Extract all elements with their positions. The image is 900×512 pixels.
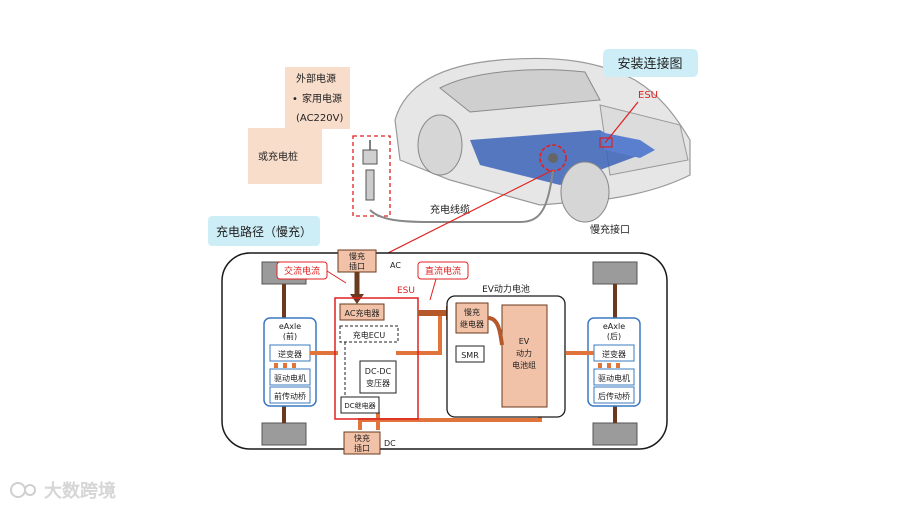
external-power-item: 家用电源 (302, 92, 342, 105)
slow-inlet-tag: AC (390, 261, 401, 270)
ac-current-label: 交流电流 (276, 261, 347, 284)
front-transaxle: 前传动桥 (274, 391, 306, 401)
car-illustration (394, 57, 691, 223)
rear-eaxle-title1: eAxle (603, 322, 625, 331)
rear-transaxle: 后传动桥 (598, 391, 630, 401)
external-power-voltage: (AC220V) (296, 113, 343, 124)
front-inverter: 逆变器 (278, 349, 302, 359)
ac-current-text: 交流电流 (284, 265, 320, 277)
esu-callout-line (604, 101, 639, 144)
charging-cable-label: 充电线缆 (430, 203, 470, 216)
front-motor: 驱动电机 (274, 373, 306, 383)
charging-plug (352, 135, 391, 217)
dc-current-label: 直流电流 (417, 261, 469, 301)
ev-battery-group-label: EV动力电池 (482, 283, 530, 295)
slow-inlet-line2: 插口 (349, 261, 365, 271)
install-diagram-label: 安装连接图 (603, 49, 698, 77)
charge-ecu: 充电ECU (353, 330, 386, 340)
external-power-panel: 外部电源 • 家用电源 (AC220V) 或充电桩 (248, 67, 350, 184)
rear-motor: 驱动电机 (598, 373, 630, 383)
charging-cable (369, 169, 554, 223)
watermark-text: 大数跨境 (44, 480, 116, 502)
slow-charge-port-label: 慢充接口 (590, 223, 630, 236)
dc-current-text: 直流电流 (425, 265, 461, 277)
front-eaxle-title1: eAxle (279, 322, 301, 331)
external-power-title: 外部电源 (296, 72, 336, 85)
ac-flow-arrowhead (350, 294, 364, 304)
fast-inlet-tag: DC (384, 439, 396, 448)
rear-inverter: 逆变器 (602, 349, 626, 359)
dcdc-line2: 变压器 (366, 378, 390, 388)
rear-eaxle-title2: (后) (607, 331, 621, 341)
fast-charge-inlet: 快充 插口 DC (343, 431, 396, 455)
slow-relay-line2: 继电器 (460, 319, 484, 329)
rear-eaxle: eAxle (后) 逆变器 驱动电机 后传动桥 (587, 317, 641, 407)
slow-relay-line1: 慢充 (464, 307, 480, 317)
esu-box: ESU AC充电器 充电ECU DC-DC 变压器 DC继电器 (334, 286, 419, 420)
esu-box-label: ESU (397, 286, 415, 296)
slow-inlet-line1: 慢充 (349, 251, 365, 261)
charging-path-text: 充电路径（慢充） (216, 224, 312, 239)
watermark: 大数跨境 (10, 480, 116, 502)
front-eaxle: eAxle (前) 逆变器 驱动电机 前传动桥 (263, 317, 317, 407)
fast-inlet-line1: 快充 (354, 433, 370, 443)
ac-charger: AC充电器 (345, 308, 380, 318)
external-power-alt: 或充电桩 (258, 150, 298, 163)
ev-pack-line2: 动力 (516, 348, 532, 358)
smr: SMR (461, 351, 479, 360)
esu-callout: ESU (638, 90, 658, 101)
slow-charge-inlet: 慢充 插口 AC (337, 249, 401, 273)
external-power-bullet: • (292, 94, 298, 105)
ev-pack-line1: EV (519, 337, 530, 346)
front-eaxle-title2: (前) (283, 331, 297, 341)
fast-inlet-line2: 插口 (354, 443, 370, 453)
dcdc-line1: DC-DC (365, 367, 392, 376)
ev-pack-line3: 电池组 (512, 360, 536, 370)
port-link-line (379, 169, 554, 258)
charging-path-label: 充电路径（慢充） (208, 216, 320, 246)
ev-battery-group: EV动力电池 慢充 继电器 SMR EV 动力 电池组 (446, 283, 566, 418)
dc-relay: DC继电器 (344, 401, 375, 410)
esu-callout-box (599, 137, 613, 148)
install-diagram-text: 安装连接图 (617, 56, 682, 72)
